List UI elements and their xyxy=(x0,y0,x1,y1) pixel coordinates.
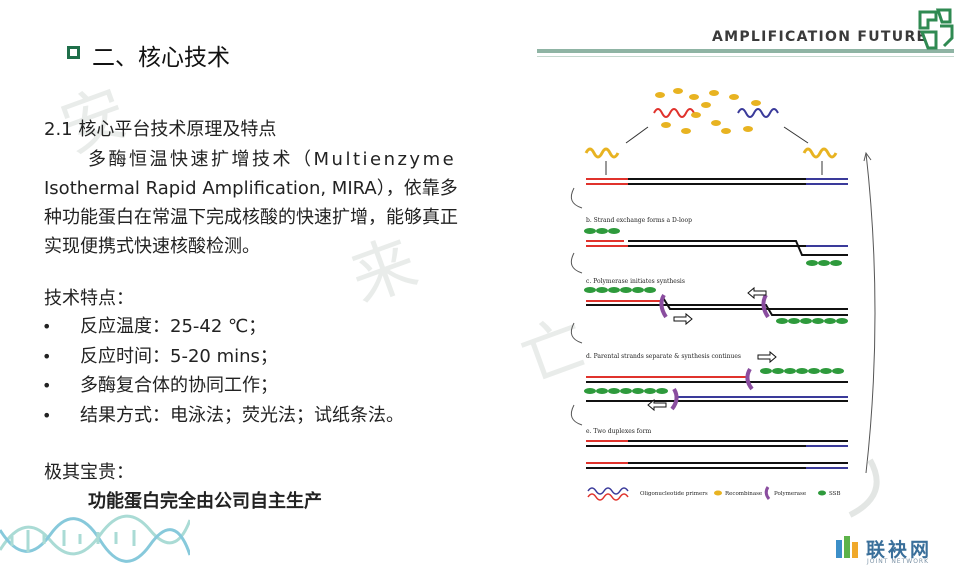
page-title: 二、核心技术 xyxy=(92,45,230,71)
diagram-legend: Oligonucleotide primers Recombinase Poly… xyxy=(587,486,840,501)
brand-tagline: AMPLIFICATION FUTURE xyxy=(712,29,928,45)
para-line-4: 实现便携式快速核酸检测。 xyxy=(44,236,260,257)
legend-recombinase: Recombinase xyxy=(725,491,762,497)
mira-mechanism-diagram: b. Strand exchange forms a D-loop c. Pol… xyxy=(570,88,876,501)
step-b-label: b. Strand exchange forms a D-loop xyxy=(586,217,692,224)
bullet-icon: • xyxy=(42,317,52,336)
feature-text: 结果方式：电泳法；荧光法；试纸条法。 xyxy=(80,404,404,426)
bullet-icon: • xyxy=(42,376,52,395)
bullet-icon: • xyxy=(42,346,52,366)
footer-brand-name: 联袂网 xyxy=(866,539,933,561)
title-bullet-icon xyxy=(67,46,80,59)
separation-row-d xyxy=(584,350,848,412)
features-list: • 反应温度：25-42 ℃； • 反应时间：5-20 mins； • 多酶复合体的协… xyxy=(42,312,404,430)
para-line-2: Isothermal Rapid Amplification, MIRA），依靠… xyxy=(44,178,458,199)
header-rule-thin xyxy=(537,56,954,57)
feature-item: • 多酶复合体的协同工作； xyxy=(42,371,404,401)
feature-text: 反应时间：5-20 mins； xyxy=(80,345,278,367)
feature-item: • 结果方式：电泳法；荧光法；试纸条法。 xyxy=(42,401,404,431)
legend-polymerase: Polymerase xyxy=(774,491,806,497)
dloop-row-b xyxy=(584,228,848,266)
para-line-1-cn: 多酶恒温快速扩增技术（ xyxy=(88,149,314,170)
feature-text: 反应温度：25-42 ℃； xyxy=(80,316,267,337)
highlight-statement: 功能蛋白完全由公司自主生产 xyxy=(88,491,322,512)
top-primer-cluster xyxy=(625,88,809,144)
decorative-curve-icon xyxy=(848,458,880,518)
joint-network-logo-icon xyxy=(836,536,858,558)
dna-helix-decoration-icon xyxy=(0,514,190,563)
intro-paragraph: 多酶恒温快速扩增技术（Multienzyme Isothermal Rapid … xyxy=(44,145,544,261)
feature-text: 多酶复合体的协同工作； xyxy=(80,375,278,396)
synthesis-row-c xyxy=(584,286,848,326)
footer-brand-sub: JOINT NETWORK xyxy=(867,558,930,565)
feature-item: • 反应温度：25-42 ℃； xyxy=(42,312,404,342)
para-line-3: 种功能蛋白在常温下完成核酸的快速扩增，能够真正 xyxy=(44,207,458,228)
header-rule xyxy=(537,49,954,53)
bullet-icon: • xyxy=(42,405,52,425)
feature-item: • 反应时间：5-20 mins； xyxy=(42,342,404,372)
duplex-row-a xyxy=(586,178,848,185)
para-line-1-en: Multienzyme xyxy=(313,149,457,170)
duplex-row-e xyxy=(586,440,848,469)
step-d-label: d. Parental strands separate & synthesis… xyxy=(586,353,741,360)
section-heading: 2.1 核心平台技术原理及特点 xyxy=(44,119,277,140)
legend-primers: Oligonucleotide primers xyxy=(640,491,708,497)
legend-ssb: SSB xyxy=(829,491,840,497)
precious-heading: 极其宝贵： xyxy=(44,462,134,483)
step-e-label: e. Two duplexes form xyxy=(586,428,651,435)
company-logo-icon xyxy=(918,8,954,50)
step-c-label: c. Polymerase initiates synthesis xyxy=(586,278,685,285)
features-heading: 技术特点： xyxy=(44,288,134,309)
